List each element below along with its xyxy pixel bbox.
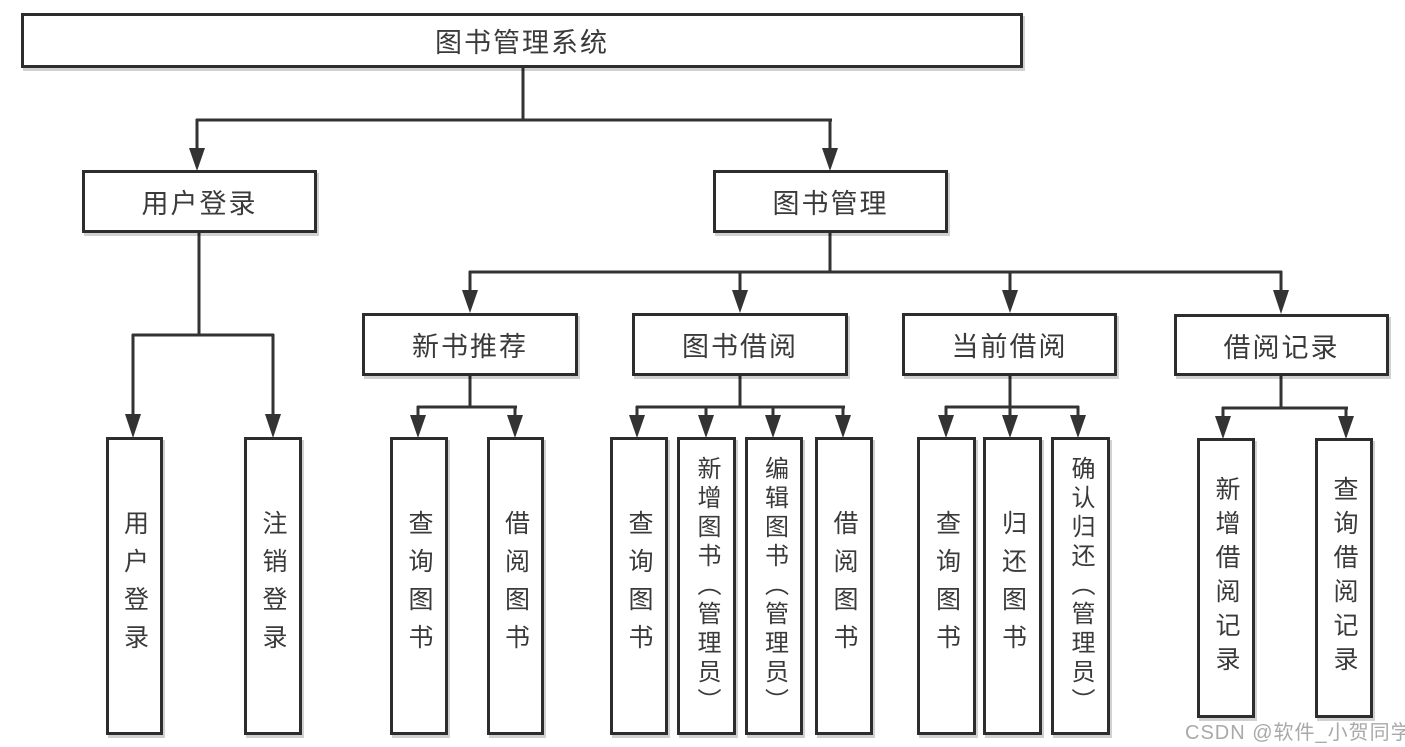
leaf-logout: 注销登录 bbox=[244, 437, 302, 735]
leaf-confirm-return-admin: 确认归还（管理员） bbox=[1051, 437, 1110, 735]
node-root: 图书管理系统 bbox=[21, 13, 1023, 68]
node-current-borrowing: 当前借阅 bbox=[902, 313, 1117, 376]
node-root-label: 图书管理系统 bbox=[435, 28, 609, 58]
node-user-login: 用户登录 bbox=[82, 170, 317, 233]
leaf-add-book-admin-label: 新增图书（管理员） bbox=[693, 455, 720, 717]
node-user-login-label: 用户登录 bbox=[141, 189, 258, 219]
leaf-query-borrow-record: 查询借阅记录 bbox=[1315, 438, 1373, 718]
leaf-borrow-books-recommend: 借阅图书 bbox=[487, 437, 544, 735]
watermark: CSDN @软件_小贺同学 bbox=[1185, 722, 1405, 744]
leaf-borrow-books: 借阅图书 bbox=[815, 437, 873, 735]
node-borrowing-records: 借阅记录 bbox=[1174, 314, 1389, 376]
leaf-add-borrow-record-label: 新增借阅记录 bbox=[1212, 476, 1240, 680]
leaf-confirm-return-admin-label: 确认归还（管理员） bbox=[1067, 455, 1094, 717]
leaf-edit-book-admin-label: 编辑图书（管理员） bbox=[760, 455, 788, 717]
leaf-return-books: 归还图书 bbox=[983, 437, 1042, 735]
node-book-borrowing-label: 图书借阅 bbox=[682, 332, 798, 362]
leaf-borrow-books-label: 借阅图书 bbox=[830, 510, 858, 662]
leaf-query-books-borrowing-label: 查询图书 bbox=[625, 510, 653, 662]
node-new-book-recommendation-label: 新书推荐 bbox=[412, 332, 528, 362]
leaf-query-books-current: 查询图书 bbox=[917, 437, 976, 735]
leaf-query-borrow-record-label: 查询借阅记录 bbox=[1330, 476, 1358, 680]
leaf-borrow-books-recommend-label: 借阅图书 bbox=[501, 510, 530, 662]
leaf-user-login: 用户登录 bbox=[106, 437, 163, 735]
leaf-query-books-current-label: 查询图书 bbox=[932, 510, 961, 662]
node-new-book-recommendation: 新书推荐 bbox=[362, 313, 578, 376]
leaf-query-books-recommend: 查询图书 bbox=[390, 437, 448, 735]
node-current-borrowing-label: 当前借阅 bbox=[951, 332, 1068, 362]
leaf-query-books-recommend-label: 查询图书 bbox=[405, 510, 433, 662]
leaf-return-books-label: 归还图书 bbox=[998, 510, 1027, 662]
node-book-management-label: 图书管理 bbox=[772, 189, 889, 219]
node-borrowing-records-label: 借阅记录 bbox=[1223, 332, 1340, 363]
leaf-query-books-borrowing: 查询图书 bbox=[610, 437, 668, 735]
node-book-borrowing: 图书借阅 bbox=[632, 313, 848, 376]
leaf-logout-label: 注销登录 bbox=[259, 510, 287, 662]
leaf-add-borrow-record: 新增借阅记录 bbox=[1197, 438, 1255, 718]
node-book-management: 图书管理 bbox=[713, 170, 948, 233]
leaf-user-login-label: 用户登录 bbox=[120, 510, 149, 662]
leaf-edit-book-admin: 编辑图书（管理员） bbox=[745, 437, 803, 735]
leaf-add-book-admin: 新增图书（管理员） bbox=[677, 437, 736, 735]
